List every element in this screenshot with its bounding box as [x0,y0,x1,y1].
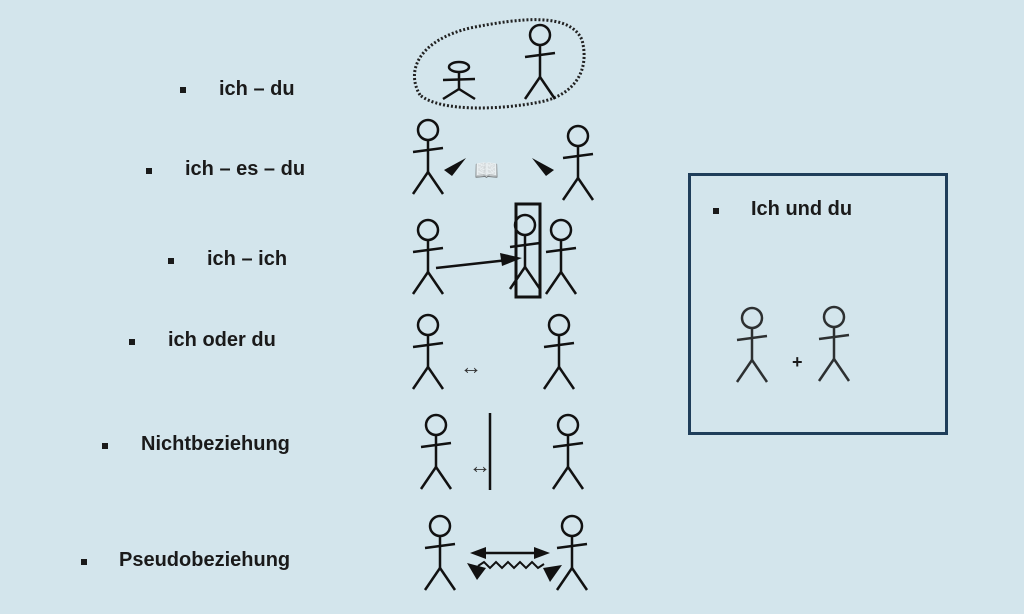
stick-figure [411,313,445,391]
arrowhead-icon [470,547,486,559]
label-ich-ich: ich – ich [207,248,288,270]
arrowhead-icon [444,158,466,176]
stick-figure [523,23,557,101]
double-arrow-icon: ↔ [469,453,491,478]
stick-figure-outline [735,306,769,384]
label-ich-oder-du: ich oder du [168,329,276,351]
stick-figure [555,514,589,592]
label-ich-es-du: ich – es – du [185,158,306,180]
plus-sign: + [792,352,803,372]
book-icon: 📖 [474,160,499,182]
arrowhead-icon [543,565,562,582]
stick-figure [561,124,595,202]
stick-figure [419,413,453,491]
bullet [102,443,108,449]
stick-figure [423,514,457,592]
arrowhead-icon [532,158,554,176]
stick-figure [411,218,445,296]
stick-figure [411,118,445,196]
label-ich-du: ich – du [219,78,295,100]
arrow-line [435,258,509,270]
zigzag-line [477,560,545,570]
bullet [168,258,174,264]
bullet [180,87,186,93]
mirror-frame [514,202,542,299]
double-arrow-icon: ↔ [460,354,482,379]
stick-figure [542,313,576,391]
dotted-enclosure [413,18,586,110]
arrowhead-icon [500,253,522,266]
bullet [713,208,719,214]
arrowhead-icon [467,563,486,580]
label-ich-und-du: Ich und du [751,198,853,220]
stick-figure-small [441,60,477,101]
label-nichtbeziehung: Nichtbeziehung [141,433,290,455]
arrowhead-icon [534,547,550,559]
stick-figure-outline [817,305,851,383]
stick-figure [551,413,585,491]
bullet [146,168,152,174]
bullet [81,559,87,565]
stick-figure [544,218,578,296]
ich-und-du-box [688,173,948,435]
label-pseudobeziehung: Pseudobeziehung [119,549,291,571]
bullet [129,339,135,345]
